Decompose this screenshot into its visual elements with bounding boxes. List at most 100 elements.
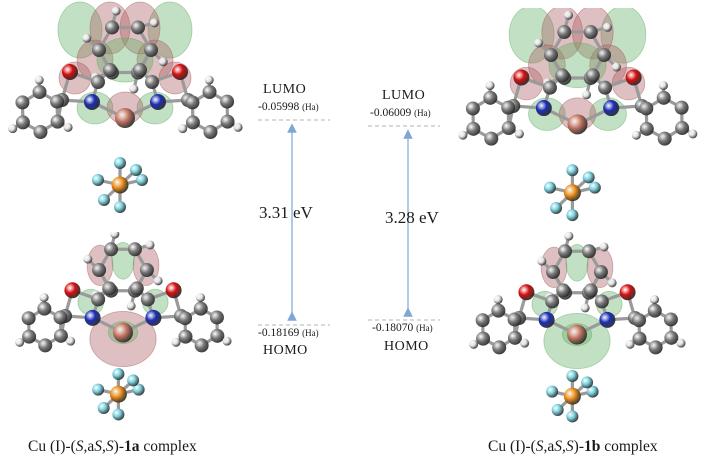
fluorine-atom [543, 181, 556, 194]
lumo-energy-1a: -0.05998 (Ha) [258, 101, 319, 113]
fluorine-atom [98, 194, 110, 206]
carbon-atom [657, 131, 672, 146]
hydrogen-atom [607, 278, 617, 288]
carbon-atom [92, 43, 106, 57]
fluorine-atom [127, 374, 140, 387]
carbon-atom [133, 63, 147, 77]
gap-value-1a: 3.31 eV [259, 203, 313, 222]
nitrogen-atom [84, 309, 101, 326]
phosphorus-atom [563, 184, 581, 202]
oxygen-atom [62, 64, 78, 80]
carbon-atom [32, 85, 47, 100]
carbon-atom [542, 80, 557, 95]
gap-value-1b: 3.28 eV [385, 208, 439, 227]
carbon-atom [656, 90, 671, 105]
carbon-atom [92, 263, 107, 277]
carbon-atom [545, 294, 560, 309]
carbon-atom [647, 303, 662, 318]
nitrogen-atom [535, 100, 552, 117]
hydrogen-atom [8, 124, 18, 134]
oxygen-atom [625, 69, 642, 86]
hydrogen-atom [564, 232, 574, 241]
homo-label-1a: HOMO [263, 343, 308, 358]
hydrogen-atom [196, 293, 206, 303]
homo-energy-1b: -0.18070 (Ha) [372, 322, 433, 334]
hydrogen-atom [158, 57, 168, 67]
hydrogen-atom [149, 18, 159, 28]
fluorine-atom [551, 404, 564, 416]
carbon-atom [475, 313, 490, 328]
caption-1a: Cu (I)-(S,aS,S)-1a complex [28, 438, 197, 455]
hydrogen-atom [631, 130, 641, 140]
hydrogen-atom [458, 130, 468, 140]
hydrogen-atom [676, 338, 686, 348]
carbon-atom [476, 331, 491, 346]
hydrogen-atom [82, 33, 92, 43]
homo-energy-1a: -0.18169 (Ha) [258, 327, 319, 339]
carbon-atom [594, 294, 609, 309]
fluorine-atom [130, 164, 142, 176]
fluorine-atom [136, 174, 148, 186]
molecule-1a-lumo [8, 1, 243, 213]
carbon-atom [21, 311, 36, 326]
carbon-atom [15, 115, 30, 130]
orbital-lobe-green [600, 8, 647, 64]
fluorine-atom [566, 209, 579, 222]
nitrogen-atom [603, 100, 620, 117]
carbon-atom [557, 25, 572, 40]
hydrogen-atom [126, 301, 136, 311]
carbon-atom [33, 124, 48, 139]
hydrogen-atom [233, 122, 243, 132]
fluorine-atom [550, 202, 563, 214]
homo-label-1b: HOMO [384, 339, 429, 354]
carbon-atom [664, 330, 679, 345]
hydrogen-atom [582, 90, 592, 100]
oxygen-atom [619, 284, 636, 301]
carbon-atom [583, 25, 598, 40]
fluorine-atom [546, 385, 559, 398]
hydrogen-atom [34, 75, 44, 85]
carbon-atom [194, 338, 209, 353]
fluorine-atom [582, 171, 595, 184]
hydrogen-atom [171, 337, 181, 347]
carbon-atom [220, 114, 235, 129]
carbon-atom [178, 329, 193, 344]
carbon-atom [50, 94, 65, 109]
orbital-lobe-green [147, 1, 193, 59]
caption-1b: Cu (I)-(S,aS,S)-1b complex [488, 438, 658, 455]
carbon-atom [583, 283, 598, 298]
fluorine-atom [112, 367, 125, 380]
carbon-atom [22, 329, 37, 344]
hydrogen-atom [83, 254, 93, 264]
oxygen-atom [518, 284, 535, 301]
fluorine-atom [588, 181, 601, 194]
hydrogen-atom [485, 81, 495, 91]
carbon-atom [632, 331, 647, 346]
carbon-atom [127, 242, 142, 257]
copper-atom [115, 108, 135, 128]
carbon-atom [632, 313, 647, 328]
carbon-atom [663, 312, 678, 327]
oxygen-atom [513, 69, 530, 86]
carbon-atom [581, 244, 596, 259]
molecule-1b-lumo [458, 8, 698, 222]
oxygen-atom [172, 64, 188, 80]
lumo-energy-1b: -0.06009 (Ha) [370, 107, 431, 119]
hydrogen-atom [650, 295, 660, 305]
fluorine-atom [97, 402, 110, 414]
copper-atom [567, 114, 588, 135]
carbon-atom [507, 330, 522, 345]
carbon-atom [53, 310, 68, 325]
carbon-atom [202, 85, 217, 100]
carbon-atom [492, 340, 507, 355]
fluorine-atom [566, 369, 579, 382]
phosphorus-atom [563, 387, 581, 405]
carbon-atom [598, 80, 613, 95]
hydrogen-atom [602, 22, 612, 32]
carbon-atom [555, 68, 570, 83]
carbon-atom [501, 100, 516, 115]
nitrogen-atom [538, 311, 555, 328]
hydrogen-atom [111, 6, 121, 16]
hydrogen-atom [514, 129, 524, 139]
